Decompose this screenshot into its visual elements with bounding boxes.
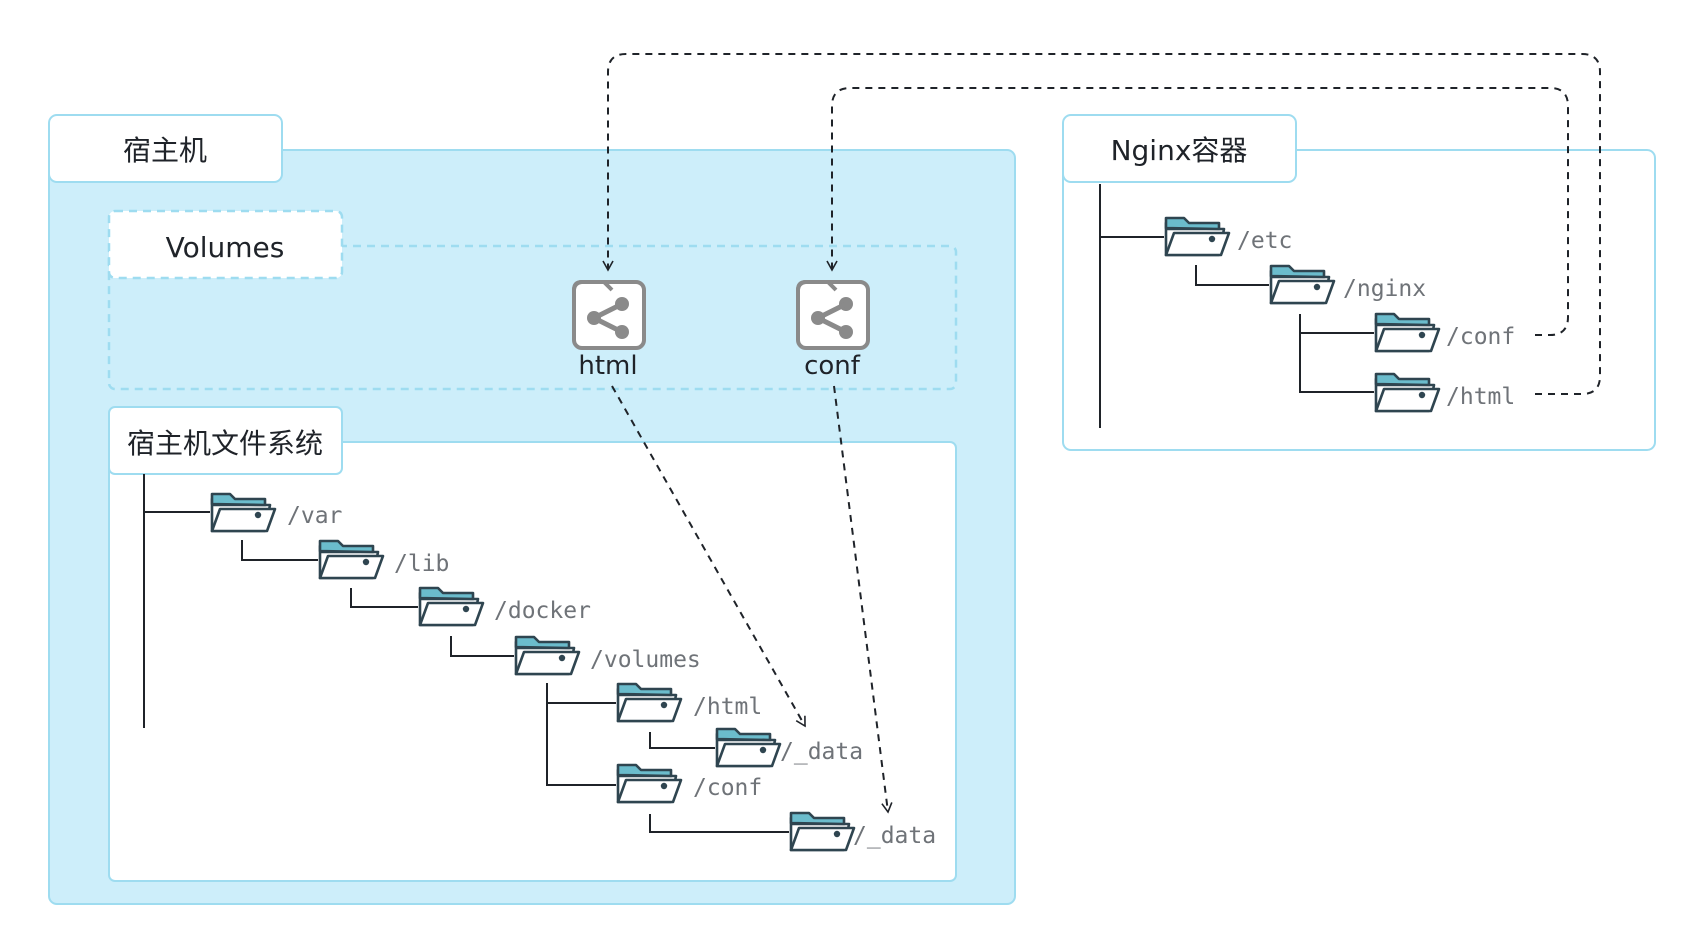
- container-path-html: /html: [1446, 384, 1515, 410]
- host-fs-path-docker: /docker: [494, 598, 591, 624]
- host-fs-folder-lib: /lib: [318, 539, 449, 580]
- host-fs-path-lib: /lib: [394, 551, 449, 577]
- host-fs-path-var: /var: [287, 503, 342, 529]
- volume-html: html: [574, 282, 644, 381]
- folder-icon: [418, 586, 485, 627]
- folder-icon: [210, 492, 277, 533]
- host-fs-tree-lines: [143, 474, 789, 833]
- host-fs-path-html-data: /_data: [780, 739, 863, 765]
- container-path-conf: /conf: [1446, 324, 1515, 350]
- host-fs-folder-html-data: /_data: [715, 727, 863, 768]
- folder-icon: [1269, 264, 1336, 305]
- container-folder-html: /html: [1374, 372, 1515, 413]
- folder-icon: [1374, 372, 1441, 413]
- container-title-tab: Nginx容器: [1062, 114, 1297, 183]
- container-panel: Nginx容器 /etc /nginx /conf /html: [1062, 114, 1656, 451]
- host-title-tab: 宿主机: [48, 114, 283, 183]
- volumes-panel: Volumes html conf: [107, 209, 958, 391]
- host-fs-title: 宿主机文件系统: [127, 427, 323, 460]
- host-fs-path-conf-data: /_data: [853, 823, 936, 849]
- host-fs-panel: 宿主机文件系统 /var /lib /docker /volume: [108, 406, 957, 882]
- folder-icon: [715, 727, 782, 768]
- volumes-title: Volumes: [166, 231, 285, 264]
- host-fs-folder-var: /var: [210, 492, 342, 533]
- connector-html-mount: [602, 53, 1601, 395]
- share-icon: [798, 282, 868, 348]
- folder-icon: [616, 763, 683, 804]
- container-tree-lines: [1099, 184, 1374, 428]
- connector-conf-data: [833, 385, 893, 814]
- folder-icon: [616, 682, 683, 723]
- volume-conf-label: conf: [804, 351, 861, 381]
- container-folder-conf: /conf: [1374, 312, 1515, 353]
- volume-html-label: html: [578, 351, 637, 381]
- folder-icon: [1164, 216, 1231, 257]
- host-fs-title-tab: 宿主机文件系统: [108, 406, 343, 475]
- mount-connectors: [602, 53, 1601, 814]
- container-path-nginx: /nginx: [1343, 276, 1426, 302]
- host-fs-folder-conf-data: /_data: [789, 811, 936, 852]
- folder-icon: [514, 635, 581, 676]
- container-path-etc: /etc: [1237, 228, 1292, 254]
- connector-html-data: [611, 385, 806, 728]
- folder-icon: [1374, 312, 1441, 353]
- container-title: Nginx容器: [1111, 134, 1248, 167]
- host-fs-folder-html: /html: [616, 682, 762, 723]
- host-title: 宿主机: [123, 134, 207, 167]
- host-fs-path-html: /html: [693, 694, 762, 720]
- folder-icon: [789, 811, 856, 852]
- volume-conf: conf: [798, 282, 868, 381]
- volumes-title-tab: Volumes: [107, 209, 344, 280]
- host-fs-path-conf: /conf: [693, 775, 762, 801]
- container-folder-etc: /etc: [1164, 216, 1292, 257]
- connector-conf-mount: [826, 87, 1569, 336]
- share-icon: [574, 282, 644, 348]
- container-folder-nginx: /nginx: [1269, 264, 1426, 305]
- folder-icon: [318, 539, 385, 580]
- host-fs-path-volumes: /volumes: [590, 647, 701, 673]
- host-fs-folder-volumes: /volumes: [514, 635, 701, 676]
- host-fs-folder-docker: /docker: [418, 586, 591, 627]
- host-fs-folder-conf: /conf: [616, 763, 762, 804]
